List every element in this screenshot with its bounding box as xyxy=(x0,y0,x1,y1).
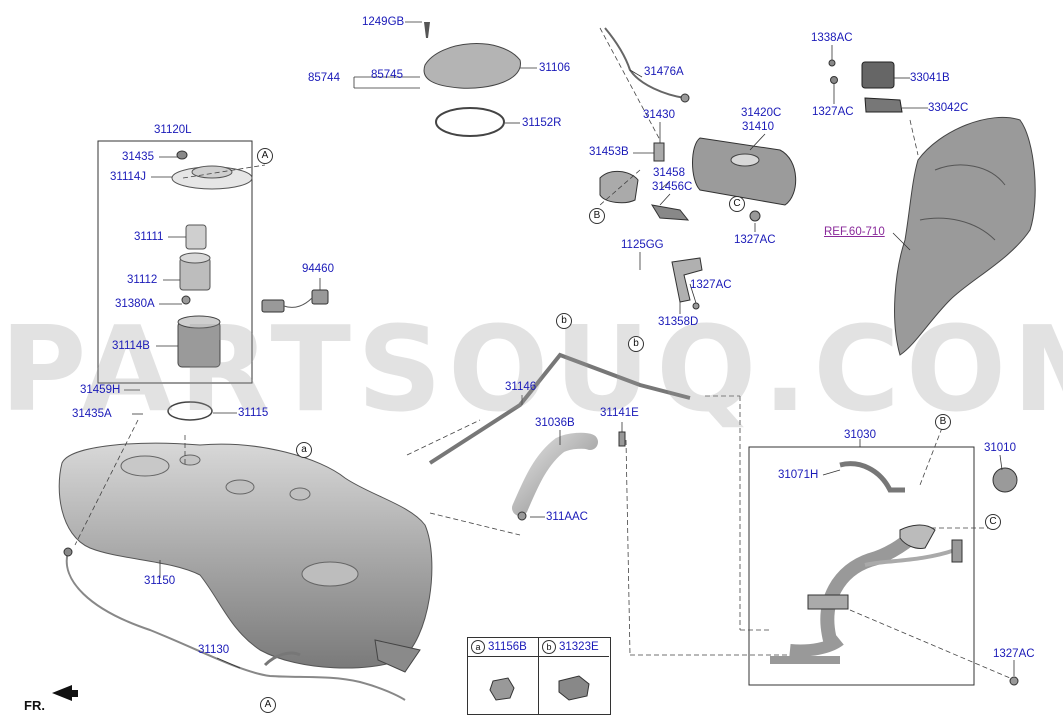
legend-table: a 31156B b 31323E xyxy=(467,637,611,715)
label-31420c[interactable]: 31420C xyxy=(741,107,782,119)
label-31435a[interactable]: 31435A xyxy=(72,408,112,420)
label-31146[interactable]: 31146 xyxy=(505,381,537,393)
label-85744[interactable]: 85744 xyxy=(308,72,340,84)
callout-a-small[interactable]: a xyxy=(296,442,312,458)
label-31358d[interactable]: 31358D xyxy=(658,316,699,328)
legend-cell-a[interactable]: a 31156B xyxy=(468,638,539,714)
legend-key-a: a xyxy=(471,640,485,654)
filler-neck-box xyxy=(748,446,975,686)
clip-b-icon xyxy=(558,675,590,701)
label-1327ac-module[interactable]: 1327AC xyxy=(812,106,854,118)
legend-code-a: 31156B xyxy=(488,641,527,653)
label-31459h[interactable]: 31459H xyxy=(80,384,121,396)
label-31476a[interactable]: 31476A xyxy=(644,66,684,78)
callout-b-small-2[interactable]: b xyxy=(628,336,644,352)
label-31114j[interactable]: 31114J xyxy=(110,171,147,183)
label-311aac[interactable]: 311AAC xyxy=(546,511,588,523)
label-85745[interactable]: 85745 xyxy=(371,69,403,81)
label-31111[interactable]: 31111 xyxy=(134,231,164,243)
label-1125gg[interactable]: 1125GG xyxy=(621,239,664,251)
label-1249gb[interactable]: 1249GB xyxy=(362,16,405,28)
callout-c-canister[interactable]: C xyxy=(729,196,745,212)
label-31120l[interactable]: 31120L xyxy=(154,124,192,136)
label-31410[interactable]: 31410 xyxy=(742,121,774,133)
legend-code-b: 31323E xyxy=(559,641,599,653)
label-31435[interactable]: 31435 xyxy=(122,151,154,163)
label-33042c[interactable]: 33042C xyxy=(928,102,969,114)
label-31458[interactable]: 31458 xyxy=(653,167,685,179)
fuel-tank xyxy=(58,442,433,669)
legend-key-b: b xyxy=(542,640,556,654)
label-31114b[interactable]: 31114B xyxy=(112,340,150,352)
label-31112[interactable]: 31112 xyxy=(127,274,158,286)
label-1327ac-canister[interactable]: 1327AC xyxy=(734,234,776,246)
label-31010[interactable]: 31010 xyxy=(984,442,1016,454)
legend-cell-b[interactable]: b 31323E xyxy=(539,638,609,714)
label-31150[interactable]: 31150 xyxy=(144,575,176,587)
callout-a-lower[interactable]: A xyxy=(260,697,276,713)
label-31453b[interactable]: 31453B xyxy=(589,146,629,158)
label-31115[interactable]: 31115 xyxy=(238,407,269,419)
label-31152r[interactable]: 31152R xyxy=(522,117,562,129)
callout-a-upper[interactable]: A xyxy=(257,148,273,164)
label-31456c[interactable]: 31456C xyxy=(652,181,693,193)
label-1327ac-bracket[interactable]: 1327AC xyxy=(690,279,732,291)
callout-b-filler[interactable]: B xyxy=(935,414,951,430)
orientation-label: FR. xyxy=(24,698,45,713)
label-31130[interactable]: 31130 xyxy=(198,644,230,656)
clip-a-icon xyxy=(489,677,515,701)
label-1338ac[interactable]: 1338AC xyxy=(811,32,853,44)
label-31071h[interactable]: 31071H xyxy=(778,469,819,481)
label-ref-60-710[interactable]: REF.60-710 xyxy=(824,226,885,238)
callout-b-canister[interactable]: B xyxy=(589,208,605,224)
label-31141e[interactable]: 31141E xyxy=(600,407,639,419)
label-31106[interactable]: 31106 xyxy=(539,62,571,74)
pump-module-box xyxy=(97,140,253,384)
label-31030[interactable]: 31030 xyxy=(844,429,876,441)
label-1327ac-filler[interactable]: 1327AC xyxy=(993,648,1035,660)
label-31036b[interactable]: 31036B xyxy=(535,417,575,429)
label-31380a[interactable]: 31380A xyxy=(115,298,155,310)
callout-c-filler[interactable]: C xyxy=(985,514,1001,530)
callout-b-small-1[interactable]: b xyxy=(556,313,572,329)
label-31430[interactable]: 31430 xyxy=(643,109,675,121)
label-94460[interactable]: 94460 xyxy=(302,263,334,275)
label-33041b[interactable]: 33041B xyxy=(910,72,950,84)
